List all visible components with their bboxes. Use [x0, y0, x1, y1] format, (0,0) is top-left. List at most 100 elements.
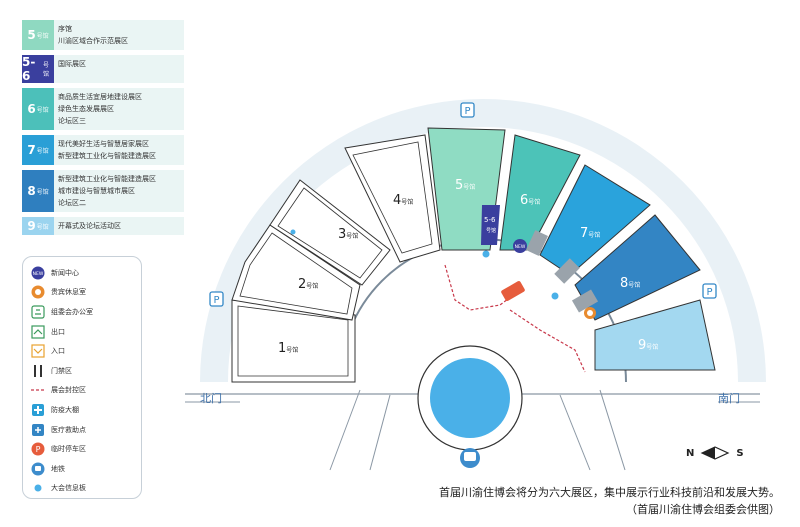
- hall-description-line: 论坛区二: [58, 199, 86, 207]
- legend-label: 临时停车区: [51, 445, 86, 454]
- map-legend: NEW 新闻中心贵宾休息室组委会办公室出口入口门禁区展会封控区防疫大棚医疗救助点 P…: [22, 256, 142, 499]
- hall-8-label: 8号馆: [620, 276, 640, 291]
- hall-3-label: 3号馆: [338, 227, 358, 242]
- parking-sign-top: [460, 102, 475, 118]
- parking-icon: P: [31, 442, 45, 456]
- hall-9-shape: [594, 299, 716, 371]
- parking-label-top: P: [464, 106, 470, 117]
- control-zone-line-icon: [31, 383, 45, 397]
- compass-arrow-icon: [700, 446, 730, 460]
- news-center-marker: [513, 239, 527, 253]
- hall-description-line: 城市建设与智慧城市展区: [58, 187, 135, 195]
- hall-description: 开幕式及论坛活动区: [54, 217, 125, 235]
- hall-badge-suffix: 号馆: [42, 62, 49, 78]
- exit-icon: [31, 324, 45, 339]
- legend-label: 组委会办公室: [51, 307, 93, 316]
- legend-item: NEW 新闻中心: [31, 263, 133, 283]
- compass: N S: [686, 446, 744, 460]
- hall-badge-number: 5-6: [22, 55, 36, 83]
- hall-description-line: 开幕式及论坛活动区: [58, 222, 121, 230]
- legend-item: 展会封控区: [31, 381, 133, 401]
- info-board-icon: [31, 481, 45, 495]
- control-zone-line: [444, 264, 586, 373]
- office-icon: [31, 305, 45, 319]
- hall-3-shape: [269, 179, 391, 286]
- hall-description-line: 现代美好生活与智慧居家展区: [58, 140, 149, 148]
- south-gate-label: 南门: [718, 391, 740, 405]
- hall-badge-number: 8: [27, 184, 36, 198]
- hall-badge-number: 7: [27, 143, 36, 157]
- compass-south: S: [736, 447, 744, 459]
- compass-north: N: [686, 447, 695, 459]
- hall-badge-number: 5: [27, 28, 36, 42]
- legend-item: 门禁区: [31, 361, 133, 381]
- hall-6-label: 6号馆: [520, 193, 540, 208]
- hall-description-line: 序馆: [58, 25, 72, 33]
- legend-item: 防疫大棚: [31, 400, 133, 420]
- hall-badge-number: 6: [27, 102, 36, 116]
- metro-icon: [31, 462, 45, 476]
- hall-description-line: 论坛区三: [58, 117, 86, 125]
- vip-lounge-icon: [31, 285, 45, 299]
- hall-badge: 5-6 号馆: [22, 55, 54, 83]
- parking-label-left: P: [213, 295, 219, 306]
- hall-description: 新型建筑工业化与智能建造展区城市建设与智慧城市展区论坛区二: [54, 170, 160, 212]
- hall-description: 序馆川渝区域合作示范展区: [54, 20, 132, 50]
- legend-item: 大会信息板: [31, 479, 133, 499]
- hall-1-label: 1号馆: [278, 341, 298, 356]
- legend-label: 贵宾休息室: [51, 288, 86, 297]
- hall-7-label: 7号馆: [580, 226, 600, 241]
- hall-description: 现代美好生活与智慧居家展区新型建筑工业化与智能建造展区: [54, 135, 160, 165]
- hall-badge-suffix: 号馆: [36, 188, 49, 196]
- legend-label: 医疗救助点: [51, 425, 86, 434]
- legend-item: 地铁: [31, 459, 133, 479]
- hall-4-shape: [344, 134, 441, 263]
- news-center-marker-label: NEW: [515, 244, 526, 250]
- hall-description-line: 川渝区域合作示范展区: [58, 37, 128, 45]
- svg-text:NEW: NEW: [33, 271, 44, 277]
- caption-line-2: （首届川渝住博会组委会供图）: [626, 503, 780, 516]
- north-gate-label: 北门: [200, 391, 222, 405]
- entrance-icon: [31, 344, 45, 358]
- hall-5-6-intl: [481, 205, 500, 245]
- legend-label: 入口: [51, 347, 65, 356]
- legend-item: P 临时停车区: [31, 439, 133, 459]
- legend-item: 入口: [31, 341, 133, 361]
- epidemic-tent-icon: [31, 403, 45, 417]
- hall-badge-suffix: 号馆: [36, 147, 49, 155]
- legend-item: 贵宾休息室: [31, 283, 133, 303]
- legend-label: 新闻中心: [51, 268, 79, 277]
- hall-5-6-label: 5-6: [484, 216, 496, 224]
- parking-sign-left: [209, 291, 224, 307]
- hall-description-line: 商品质生活宜居地建设展区: [58, 93, 142, 101]
- svg-text:P: P: [36, 445, 41, 454]
- photo-caption: 首届川渝住博会将分为六大展区，集中展示行业科技前沿和发展大势。 （首届川渝住博会…: [330, 484, 780, 518]
- hall-description-line: 新型建筑工业化与智能建造展区: [58, 152, 156, 160]
- hall-2-shape: [231, 224, 361, 321]
- legend-label: 防疫大棚: [51, 405, 79, 414]
- hall-badge-suffix: 号馆: [36, 106, 49, 114]
- legend-label: 门禁区: [51, 366, 72, 375]
- turnstile-icon: [31, 364, 45, 378]
- legend-item: 医疗救助点: [31, 420, 133, 440]
- legend-label: 出口: [51, 327, 65, 336]
- hall-8-shape: [574, 214, 701, 321]
- legend-label: 展会封控区: [51, 386, 86, 395]
- caption-line-1: 首届川渝住博会将分为六大展区，集中展示行业科技前沿和发展大势。: [439, 486, 780, 499]
- parking-label-right: P: [706, 287, 712, 298]
- news-center-icon: NEW: [31, 266, 45, 280]
- outer-arc-band: [200, 99, 766, 382]
- hall-2-label: 2号馆: [298, 277, 318, 292]
